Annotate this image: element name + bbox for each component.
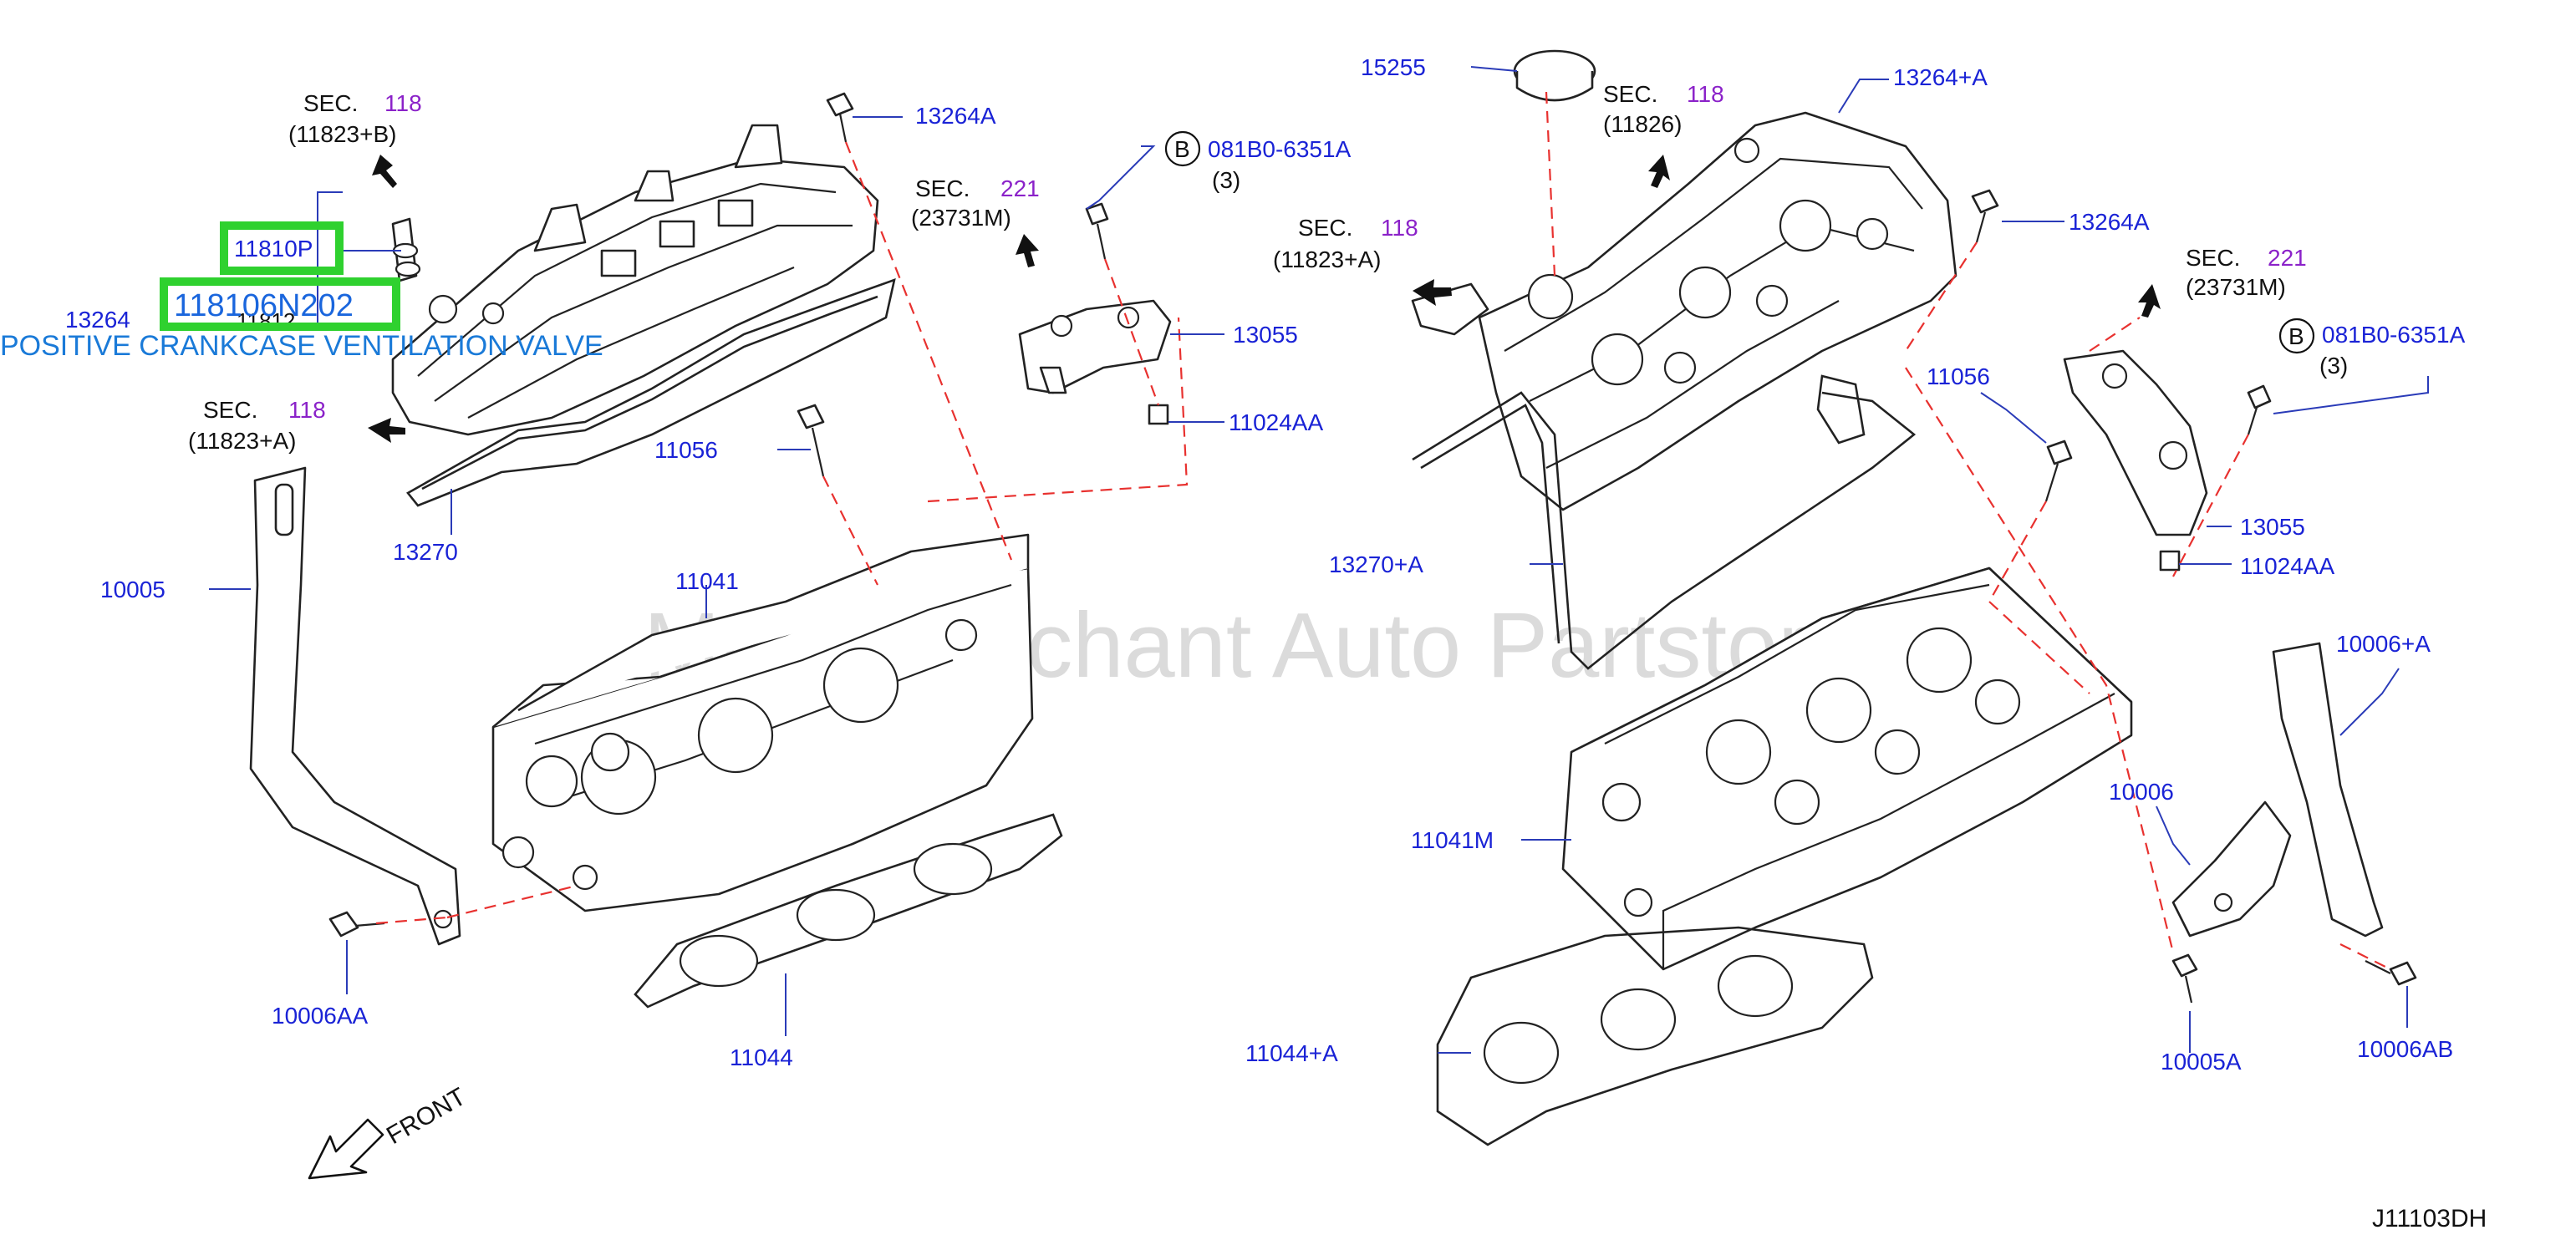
part-label-10006ab: 10006AB: [2357, 1036, 2453, 1062]
part-label-13270: 13270: [393, 539, 458, 565]
section-ref: (23731M): [2186, 274, 2286, 300]
left-cylinder-head: [491, 533, 1034, 912]
section-ref: (11823+A): [188, 428, 296, 454]
part-label-11024aa: 11024AA: [1229, 409, 1323, 435]
section-number: 118: [1381, 215, 1418, 241]
arrow-left-icon: [368, 418, 405, 443]
left-cam-solenoid: [1018, 202, 1172, 425]
right-valve-cover: [1411, 111, 1957, 511]
part-label-11056: 11056: [654, 437, 718, 463]
section-prefix: SEC.: [1298, 215, 1352, 241]
front-indicator: FRONT: [308, 1083, 471, 1180]
right-cylinder-head: [1561, 567, 2133, 971]
assembly-lines: [375, 91, 2391, 970]
bolt-qty: (3): [1212, 167, 1240, 193]
section-number: 221: [1000, 175, 1040, 201]
part-label-13055-right: 13055: [2240, 514, 2305, 540]
section-arrows: [368, 155, 2161, 443]
highlight-box-short: [220, 221, 344, 275]
right-bolt-10006ab: [2365, 960, 2417, 986]
bolt-circle-letter: B: [1174, 136, 1190, 162]
left-valve-cover: [391, 124, 896, 507]
section-number: 118: [288, 397, 326, 423]
bolt-code: 081B0-6351A: [1208, 136, 1352, 162]
highlight-description: POSITIVE CRANKCASE VENTILATION VALVE: [0, 330, 603, 362]
left-cover-gasket-inner: [421, 295, 878, 490]
left-bolt-11056: [797, 404, 825, 477]
arrow-left-icon: [1413, 279, 1452, 306]
left-cover-gasket: [406, 277, 896, 507]
part-label-10006: 10006: [2109, 779, 2174, 805]
left-bolt-10006aa: [328, 911, 385, 938]
highlight-part-short: 11810P: [234, 236, 313, 262]
part-label-11041m: 11041M: [1411, 827, 1494, 853]
front-label: FRONT: [382, 1083, 471, 1150]
part-label-15255: 15255: [1361, 54, 1426, 80]
front-arrow-icon: [308, 1118, 384, 1180]
arrow-up-icon: [1648, 155, 1670, 188]
part-label-13264-a: 13264+A: [1893, 64, 1988, 90]
right-bolt-13264a: [1971, 189, 1999, 243]
oil-filler-cap: [1513, 49, 1596, 102]
right-bracket-10006: [2171, 800, 2292, 938]
section-prefix: SEC.: [915, 175, 970, 201]
diagram-id: J11103DH: [2372, 1205, 2487, 1232]
right-labels: 15255 SEC. 118 (11826) 13264+A SEC. 118 …: [1245, 54, 2466, 1075]
highlight-part-number: 118106N202: [174, 288, 354, 323]
bolt-circle-b: [2278, 318, 2315, 354]
section-prefix: SEC.: [303, 90, 358, 116]
section-ref: (23731M): [911, 205, 1011, 231]
part-label-13270-a: 13270+A: [1329, 551, 1423, 577]
left-head-gasket: [634, 813, 1063, 1009]
part-label-11056-right: 11056: [1927, 363, 1990, 389]
part-label-11044-a: 11044+A: [1245, 1040, 1338, 1066]
part-label-11041: 11041: [675, 568, 739, 594]
left-bracket-10005: [249, 466, 461, 946]
part-label-13264a: 13264A: [915, 103, 996, 129]
right-cover-gasket: [1412, 374, 1917, 670]
right-cam-solenoid: [2063, 349, 2272, 572]
section-ref: (11823+A): [1273, 246, 1381, 272]
left-bolt-13264a: [826, 92, 854, 143]
section-number: 118: [384, 90, 422, 116]
bolt-qty: (3): [2319, 353, 2348, 379]
arrow-up-icon: [2138, 284, 2161, 318]
leader-lines: [209, 66, 2429, 1054]
bolt-circle-letter: B: [2288, 323, 2304, 349]
right-head-gasket: [1436, 926, 1874, 1146]
part-label-10006-a: 10006+A: [2336, 631, 2431, 657]
part-label-13264: 13264: [65, 307, 130, 333]
bolt-circle-b: [1164, 130, 1201, 167]
arrow-up-icon: [372, 155, 397, 188]
section-number: 118: [1687, 81, 1724, 107]
section-prefix: SEC.: [203, 397, 257, 423]
right-bracket-10006a: [2272, 642, 2384, 938]
part-label-11024aa-right: 11024AA: [2240, 553, 2334, 579]
right-bolt-11056: [2044, 440, 2073, 502]
part-label-11044: 11044: [730, 1044, 793, 1070]
left-cover-body: [391, 157, 879, 436]
section-ref: (11826): [1603, 111, 1682, 137]
left-labels: SEC. 118 (11823+B) SEC. 118 (11823+A) 13…: [65, 90, 1352, 1070]
section-ref: (11823+B): [288, 121, 396, 147]
part-label-13055: 13055: [1233, 322, 1298, 348]
part-label-10005: 10005: [100, 577, 165, 602]
part-label-10006aa: 10006AA: [272, 1003, 369, 1029]
section-prefix: SEC.: [1603, 81, 1657, 107]
part-label-10005a: 10005A: [2161, 1049, 2242, 1075]
section-prefix: SEC.: [2186, 245, 2240, 271]
arrow-up-icon: [1016, 234, 1039, 267]
right-bolt-10005a: [2171, 953, 2198, 1004]
section-number: 221: [2268, 245, 2307, 271]
highlight-box-main: [160, 277, 400, 331]
part-label-13264a-right: 13264A: [2069, 209, 2150, 235]
highlighted-part[interactable]: 11810P 11812 118106N202 POSITIVE CRANKCA…: [0, 221, 603, 362]
bolt-code: 081B0-6351A: [2322, 322, 2466, 348]
